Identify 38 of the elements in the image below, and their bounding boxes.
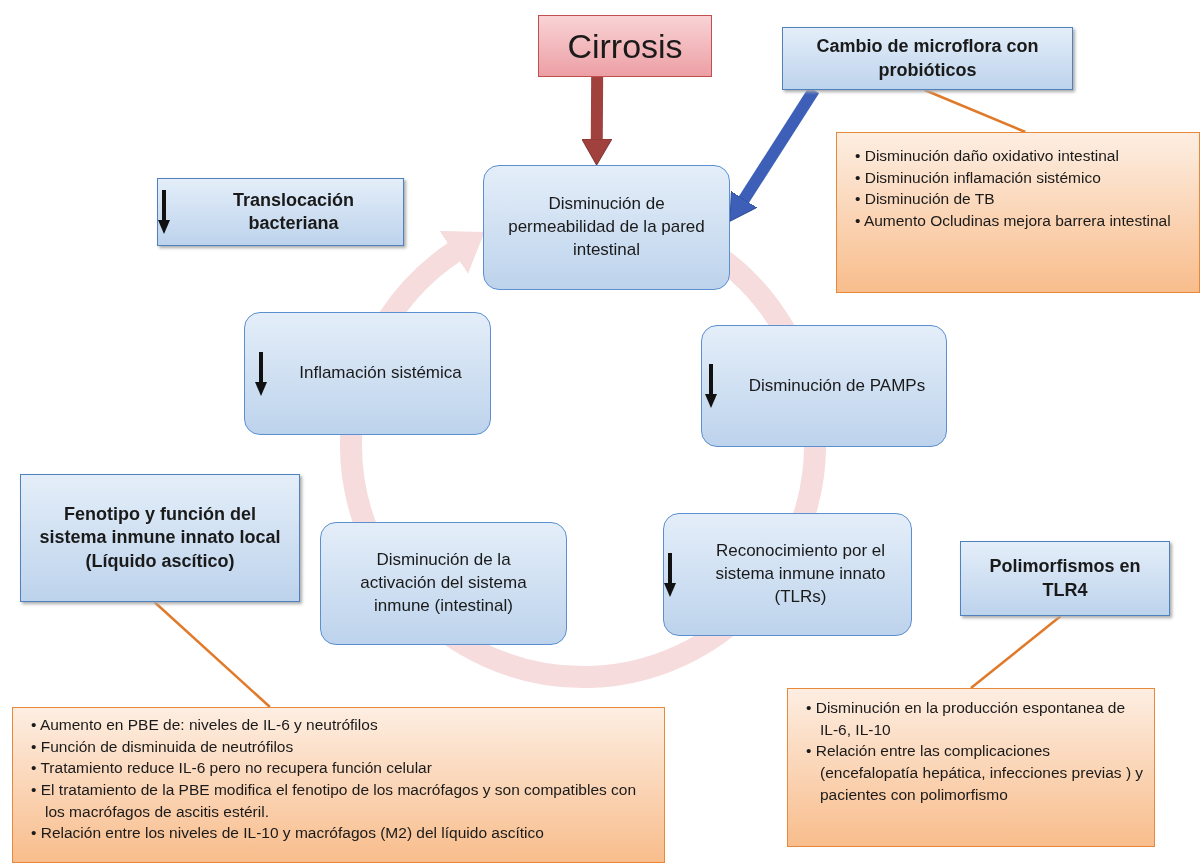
note-box	[12, 707, 665, 863]
note-box	[836, 132, 1200, 293]
node-label: Fenotipo y función del sistema inmune innato local (Líquido ascítico)	[38, 502, 282, 573]
node-label: Disminución de PAMPs	[748, 374, 926, 397]
process-box	[320, 522, 567, 645]
bullet-item: • Tratamiento reduce IL-6 pero no recupera función celular	[31, 758, 433, 779]
title-box	[538, 15, 712, 77]
process-box	[701, 325, 947, 447]
node-label: Translocación bacteriana	[231, 188, 355, 235]
node-label: Disminución de permeabilidad de la pared intestinal	[507, 193, 706, 261]
arrow	[581, 76, 613, 166]
node-label: Inflamación sistémica	[299, 362, 462, 385]
process-box	[483, 165, 730, 290]
node-label: Polimorfismos en TLR4	[988, 555, 1142, 602]
topic-box	[20, 474, 300, 602]
bullet-item: • Disminución daño oxidativo intestinal	[855, 146, 1120, 166]
bullet-item: • Aumento en PBE de: niveles de IL-6 y neutrófilos	[31, 715, 379, 735]
process-box	[663, 513, 912, 636]
bullet-item: • Relación entre las complicaciones (encefalopatía hepática, infecciones previas ) y pacientes con polimorfismo	[806, 741, 1145, 805]
bullet-item: • Relación entre los niveles de IL-10 y macrófagos (M2) del líquido ascítico	[31, 823, 545, 844]
bullet-item: • El tratamiento de la PBE modifica el fenotipo de los macrófagos y son compatibles con los macrófagos de ascitis estéril.	[31, 780, 638, 822]
bullet-item: • Disminución de TB	[855, 189, 996, 210]
node-label: Disminución de la activación del sistema inmune (intestinal)	[359, 549, 528, 617]
topic-box	[157, 178, 404, 246]
bullet-item: • Aumento Ocludinas mejora barrera intestinal	[855, 211, 1171, 232]
bullet-item: • Disminución en la producción espontanea de IL-6, IL-10	[806, 698, 1127, 740]
connector-line	[970, 615, 1062, 689]
topic-box	[960, 541, 1170, 616]
bullet-item: • Función de disminuida de neutrófilos	[31, 736, 295, 757]
note-box	[787, 688, 1155, 847]
bullet-item: • Disminución inflamación sistémico	[855, 167, 1102, 188]
connector-line	[924, 88, 1026, 134]
process-box	[244, 312, 491, 435]
node-label: Reconocimiento por el sistema inmune innato (TLRs)	[714, 540, 887, 608]
topic-box	[782, 27, 1073, 90]
node-label: Cambio de microflora con probióticos	[815, 35, 1040, 82]
node-label: Cirrosis	[567, 26, 683, 66]
connector-line	[153, 601, 271, 708]
